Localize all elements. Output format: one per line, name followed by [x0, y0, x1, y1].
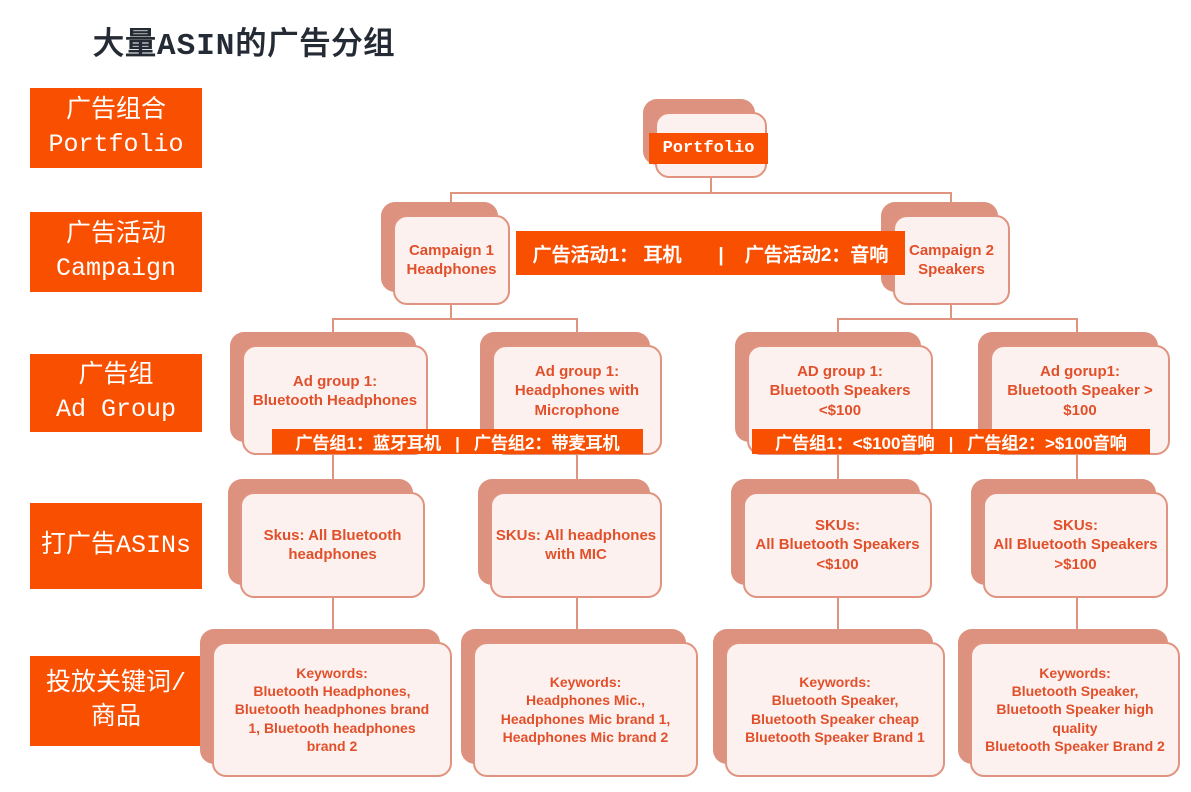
- connector-line: [950, 304, 952, 319]
- sidebar-item-asins: 打广告ASINs: [30, 503, 202, 589]
- portfolio-banner: Portfolio: [649, 133, 768, 164]
- connector-line: [837, 597, 839, 642]
- connector-line: [1076, 454, 1078, 492]
- node-sku-4: SKUs: All Bluetooth Speakers >$100: [971, 479, 1168, 598]
- campaign-2-label: Campaign 2 Speakers: [893, 215, 1010, 305]
- adgroup-banner-right: 广告组1：<$100音响 | 广告组2：>$100音响: [752, 429, 1150, 454]
- connector-line: [332, 597, 334, 642]
- node-sku-2: SKUs: All headphones with MIC: [478, 479, 662, 598]
- connector-line: [450, 192, 952, 194]
- sku-4-label: SKUs: All Bluetooth Speakers >$100: [983, 492, 1168, 598]
- sku-3-label: SKUs: All Bluetooth Speakers <$100: [743, 492, 932, 598]
- node-keywords-2: Keywords: Headphones Mic., Headphones Mi…: [461, 629, 698, 777]
- connector-line: [710, 177, 712, 193]
- node-campaign-1: Campaign 1 Headphones: [381, 202, 510, 305]
- sidebar-item-keywords: 投放关键词/ 商品: [30, 656, 202, 746]
- sidebar-item-campaign: 广告活动 Campaign: [30, 212, 202, 292]
- connector-line: [576, 597, 578, 642]
- connector-line: [837, 318, 1078, 320]
- connector-line: [332, 318, 578, 320]
- sidebar-item-adgroup: 广告组 Ad Group: [30, 354, 202, 432]
- adgroup-banner-left: 广告组1：蓝牙耳机 | 广告组2：带麦耳机: [272, 429, 643, 454]
- connector-line: [332, 454, 334, 492]
- sku-2-label: SKUs: All headphones with MIC: [490, 492, 662, 598]
- keywords-4-label: Keywords: Bluetooth Speaker, Bluetooth S…: [970, 642, 1180, 777]
- node-keywords-4: Keywords: Bluetooth Speaker, Bluetooth S…: [958, 629, 1180, 777]
- sidebar-item-portfolio: 广告组合 Portfolio: [30, 88, 202, 168]
- connector-line: [837, 454, 839, 492]
- keywords-3-label: Keywords: Bluetooth Speaker, Bluetooth S…: [725, 642, 945, 777]
- keywords-2-label: Keywords: Headphones Mic., Headphones Mi…: [473, 642, 698, 777]
- connector-line: [1076, 597, 1078, 642]
- connector-line: [450, 304, 452, 319]
- campaign-banner: 广告活动1： 耳机 | 广告活动2：音响: [516, 231, 905, 275]
- keywords-1-label: Keywords: Bluetooth Headphones, Bluetoot…: [212, 642, 452, 777]
- node-campaign-2: Campaign 2 Speakers: [881, 202, 1010, 305]
- node-sku-1: Skus: All Bluetooth headphones: [228, 479, 425, 598]
- campaign-1-label: Campaign 1 Headphones: [393, 215, 510, 305]
- node-keywords-1: Keywords: Bluetooth Headphones, Bluetoot…: [200, 629, 452, 777]
- connector-line: [576, 454, 578, 492]
- node-keywords-3: Keywords: Bluetooth Speaker, Bluetooth S…: [713, 629, 945, 777]
- sku-1-label: Skus: All Bluetooth headphones: [240, 492, 425, 598]
- node-sku-3: SKUs: All Bluetooth Speakers <$100: [731, 479, 932, 598]
- slide-title: 大量ASIN的广告分组: [93, 29, 396, 64]
